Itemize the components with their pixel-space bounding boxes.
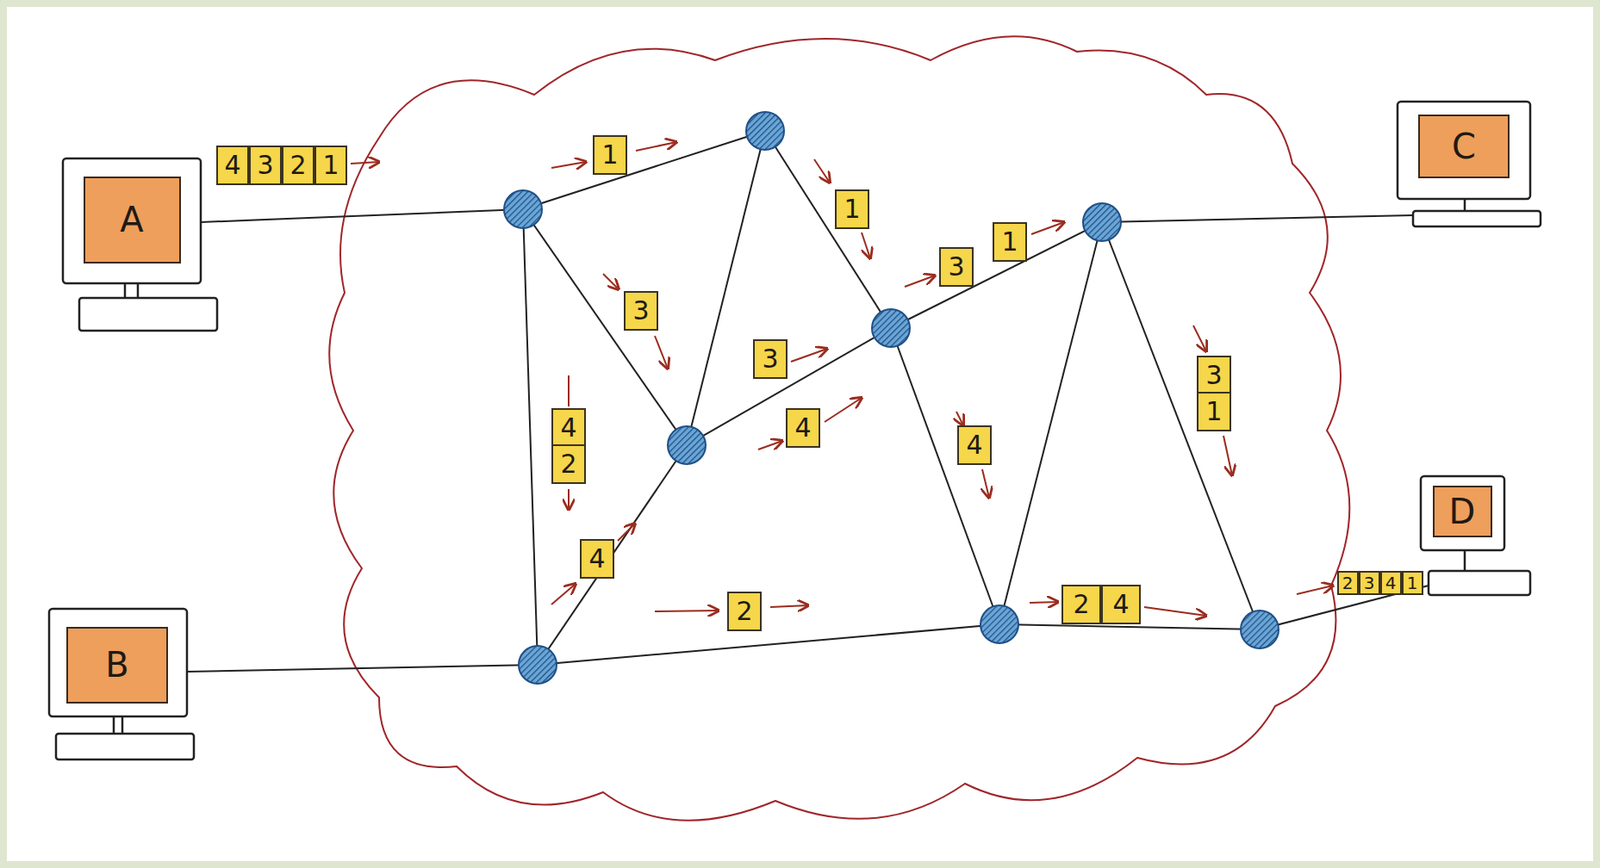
data-packet: 1 (834, 189, 870, 230)
computer-screen: C (1418, 114, 1510, 179)
computer-icons (49, 101, 1541, 760)
network-cloud (329, 36, 1350, 822)
packet-number: 2 (1072, 591, 1090, 618)
data-packet: 4 (551, 408, 586, 449)
packet-number: 4 (965, 432, 983, 459)
flow-arrows (350, 142, 1333, 617)
packet-number: 3 (1363, 574, 1376, 592)
packet-number: 2 (289, 152, 306, 179)
data-packet: 2 (281, 145, 315, 186)
data-packet: 1 (592, 135, 628, 175)
data-packet: 3 (623, 291, 659, 331)
data-packet: 2 (1337, 571, 1359, 596)
packet-number: 1 (322, 152, 339, 179)
packet-number: 1 (1407, 574, 1419, 592)
packet-number: 1 (601, 142, 618, 169)
packet-number: 4 (794, 415, 811, 442)
packet-number: 1 (843, 196, 860, 223)
data-packet: 4 (1380, 571, 1402, 596)
packet-number: 4 (560, 415, 577, 442)
data-packet: 3 (1358, 571, 1381, 596)
data-packet: 1 (1196, 392, 1232, 432)
packet-number: 2 (560, 451, 577, 478)
data-packet: 1 (314, 145, 348, 186)
packet-number: 3 (1205, 362, 1222, 389)
computer-screen: A (83, 176, 181, 264)
computer-screen: D (1432, 485, 1493, 538)
packet-number: 4 (224, 152, 241, 179)
data-packet: 3 (1196, 355, 1232, 396)
computer-label: A (119, 202, 144, 237)
data-packet: 4 (216, 145, 250, 186)
data-packet: 2 (1061, 585, 1102, 625)
data-packet: 1 (1401, 571, 1424, 596)
packet-number: 2 (1342, 574, 1354, 592)
data-packet: 3 (939, 247, 974, 287)
data-packet: 3 (249, 145, 282, 186)
packet-number: 4 (588, 546, 605, 573)
network-links (186, 130, 1429, 673)
packet-number: 4 (1112, 591, 1129, 618)
router-nodes (504, 112, 1279, 685)
data-packet: 2 (727, 591, 762, 632)
packet-number: 2 (735, 598, 753, 625)
computer-label: D (1449, 494, 1476, 530)
computer-screen: B (66, 627, 169, 704)
data-packet: 4 (785, 408, 821, 449)
packet-number: 3 (761, 346, 779, 373)
packet-number: 1 (1001, 229, 1018, 256)
computer-label: C (1451, 129, 1476, 164)
flow-tick (567, 375, 570, 407)
data-packet: 2 (551, 444, 586, 485)
data-packet: 4 (1101, 585, 1141, 625)
computer-label: B (105, 647, 129, 683)
packet-number: 1 (1205, 398, 1222, 425)
packet-number: 3 (632, 298, 649, 324)
data-packet: 4 (579, 539, 615, 579)
packet-number: 3 (256, 152, 274, 179)
data-packet: 4 (957, 425, 992, 466)
paper (6, 6, 1594, 862)
data-packet: 3 (753, 339, 788, 380)
packet-number: 3 (947, 254, 965, 281)
data-packet: 1 (992, 222, 1028, 262)
packet-number: 4 (1385, 574, 1397, 592)
